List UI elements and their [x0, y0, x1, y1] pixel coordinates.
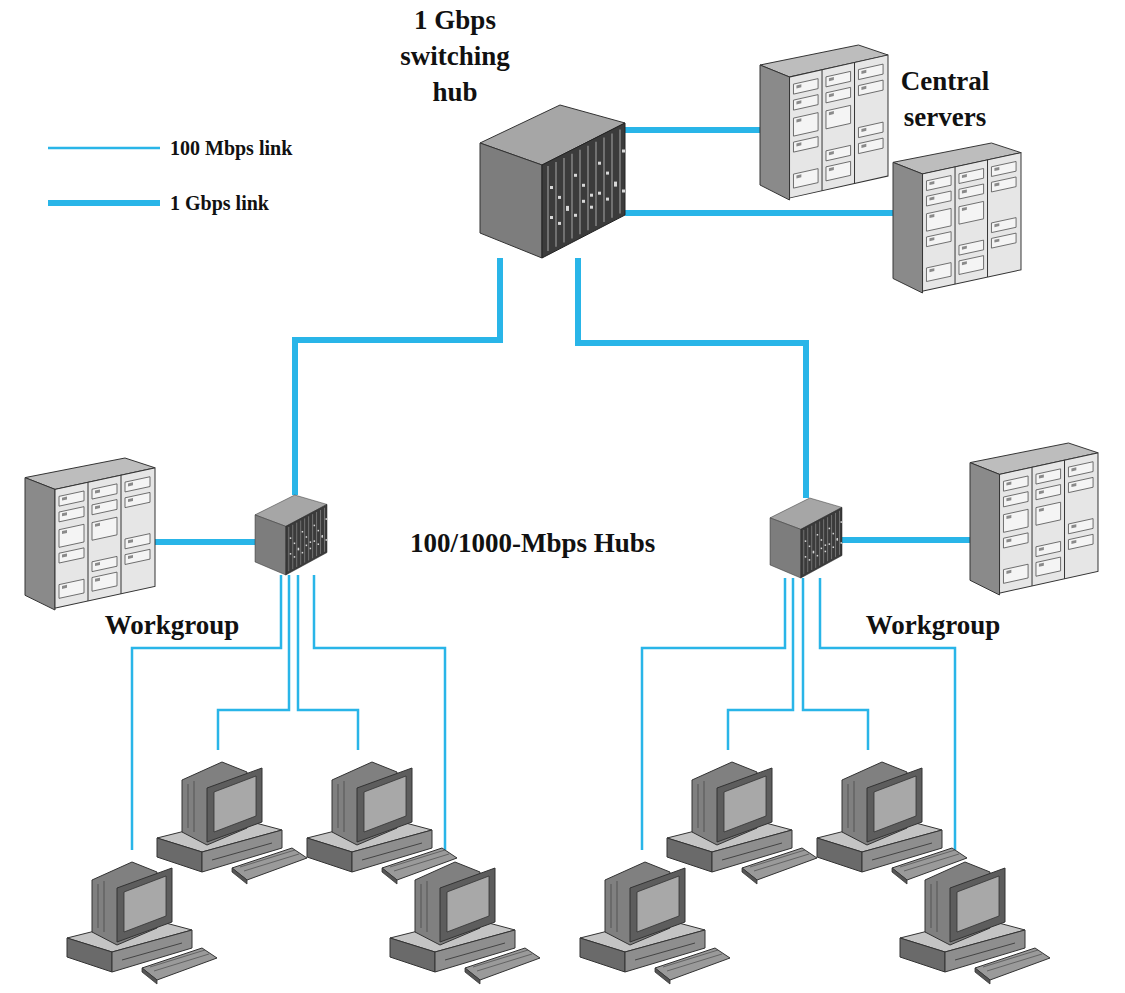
hub-icon	[770, 498, 842, 578]
workstation	[385, 850, 540, 992]
pc-icon	[812, 750, 967, 892]
fast-ethernet-link	[728, 578, 793, 750]
server-icon	[893, 143, 1021, 293]
fast-ethernet-link	[218, 575, 289, 750]
pc-icon	[302, 750, 457, 892]
fast-ethernet-link	[642, 578, 785, 850]
workgroup-server: Workgroup	[25, 458, 155, 610]
workstation	[152, 750, 307, 892]
gigabit-link	[625, 210, 893, 216]
workstation	[302, 750, 457, 892]
hub-icon	[255, 495, 327, 575]
workgroup-hub	[255, 495, 327, 575]
workgroup-hub	[770, 498, 842, 578]
legend-text: 1 Gbps link	[170, 190, 269, 216]
bighub-icon	[480, 105, 625, 258]
node-heading: 1 Gbps switching hub	[380, 2, 530, 110]
node-heading: Central servers	[890, 63, 1000, 135]
central-server: Central servers	[760, 45, 888, 200]
legend-swatch	[48, 197, 162, 209]
gigabit-link	[155, 539, 255, 545]
gigabit-link	[842, 537, 970, 543]
legend-text: 100 Mbps link	[170, 135, 292, 161]
fast-ethernet-link	[803, 578, 868, 750]
workgroup-server: Workgroup	[970, 443, 1098, 595]
pc-icon	[575, 850, 730, 992]
switching-hub: 1 Gbps switching hub	[480, 105, 625, 258]
workstation	[662, 750, 817, 892]
server-icon	[25, 458, 155, 610]
fast-ethernet-link	[314, 575, 445, 850]
legend-swatch	[48, 142, 162, 154]
pc-icon	[385, 850, 540, 992]
server-icon	[760, 45, 888, 200]
server-icon	[970, 443, 1098, 595]
pc-icon	[62, 850, 217, 992]
workstation	[62, 850, 217, 992]
pc-icon	[152, 750, 307, 892]
node-heading: Workgroup	[853, 607, 1013, 643]
workstation	[575, 850, 730, 992]
node-heading: Workgroup	[92, 607, 252, 643]
workstation	[895, 850, 1050, 992]
fast-ethernet-link	[298, 575, 358, 750]
pc-icon	[895, 850, 1050, 992]
gigabit-link	[295, 258, 500, 495]
gigabit-link	[625, 127, 760, 133]
central-server	[893, 143, 1021, 293]
pc-icon	[662, 750, 817, 892]
group-label: 100/1000-Mbps Hubs	[410, 525, 655, 561]
gigabit-link	[578, 258, 806, 498]
workstation	[812, 750, 967, 892]
